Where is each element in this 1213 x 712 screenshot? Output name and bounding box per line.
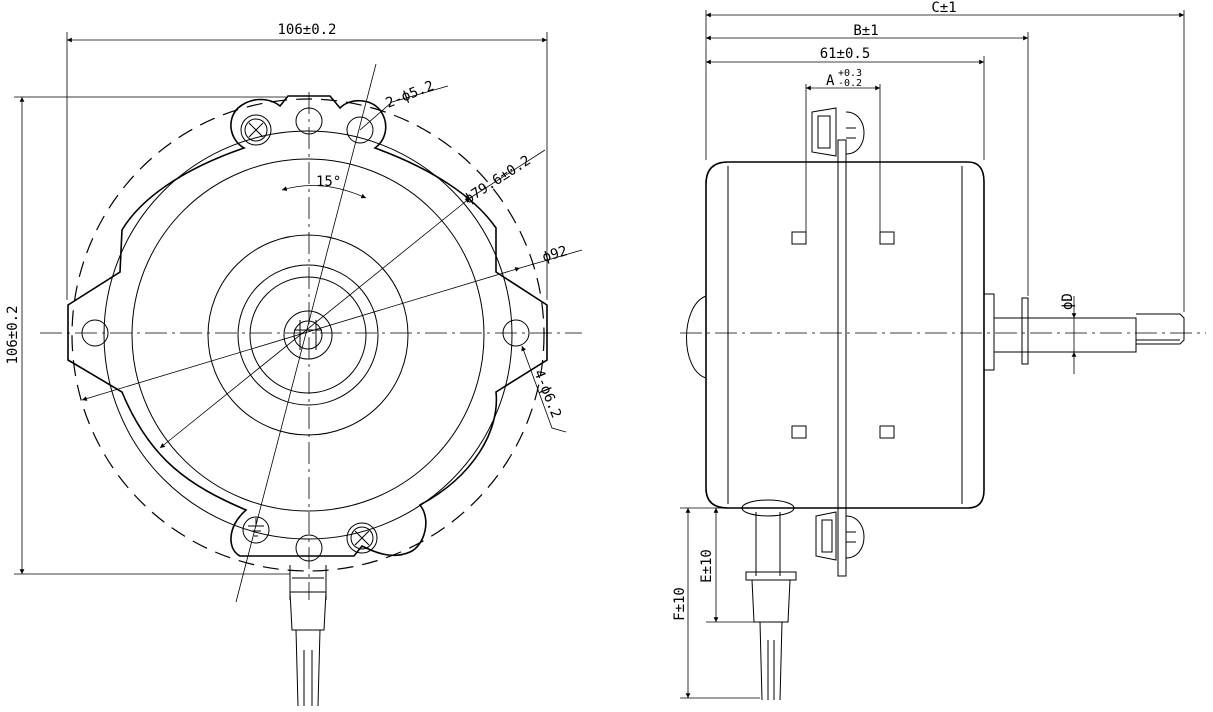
motor-shaft — [984, 293, 1185, 371]
dim-b-label: B±1 — [853, 23, 878, 39]
outer-diameter-line — [81, 267, 521, 401]
front-dome — [686, 295, 707, 379]
tab-bottom-left — [791, 425, 807, 439]
shaft-circle — [283, 310, 333, 360]
dim-c-label: C±1 — [931, 0, 956, 16]
body-inner-edges — [727, 166, 963, 504]
dim-61-label: 61±0.5 — [820, 46, 871, 62]
dim-f-label: F±10 — [672, 587, 688, 621]
bottom-side-screw — [815, 511, 865, 561]
top-side-screw — [811, 107, 865, 157]
dim-a-tolerance-lower: -0.2 — [838, 78, 862, 89]
dim-c-extension-lines — [705, 10, 1185, 312]
shaft-dia-label: ϕD — [1060, 293, 1076, 310]
tab-top-left — [791, 231, 807, 245]
bottom-right-screw — [346, 522, 378, 554]
pcd-leader — [469, 149, 546, 199]
width-extension-lines — [66, 32, 548, 300]
dim-e-extension-lines — [706, 507, 754, 623]
pcd-label: ϕ79.6±0.2 — [461, 153, 533, 208]
front-cable — [289, 565, 327, 707]
housing-outer-ring — [103, 130, 513, 540]
tab-top-right — [879, 231, 895, 245]
dim-a-tolerance-upper: +0.3 — [838, 68, 862, 79]
side-holes-label: 4-ϕ6.2 — [530, 368, 564, 421]
mount-holes-label: 2-ϕ5.2 — [384, 78, 437, 112]
height-extension-lines — [14, 96, 290, 575]
dashed-outer-circle — [71, 98, 545, 572]
housing-inner-ring — [131, 158, 485, 512]
front-view: 106±0.2 106±0.2 15° 2-ϕ5.2 ϕ79.6±0.2 ϕ92… — [5, 22, 583, 707]
angle-label: 15° — [316, 174, 341, 190]
hub-ring-middle — [237, 264, 379, 406]
height-dim-label: 106±0.2 — [5, 305, 21, 364]
tab-bottom-right — [879, 425, 895, 439]
top-left-screw — [240, 114, 272, 146]
angle-arc — [281, 185, 367, 199]
mounting-flange-outline — [67, 95, 548, 557]
dim-f-extension-lines — [680, 507, 760, 699]
hub-ring-inner — [249, 276, 367, 394]
side-cable — [741, 499, 797, 701]
dim-e-label: E±10 — [699, 549, 715, 583]
width-dim-label: 106±0.2 — [277, 22, 336, 38]
side-view: C±1 B±1 61±0.5 A +0.3 -0.2 ϕD E±10 F±10 — [672, 0, 1206, 701]
mount-holes-leader — [359, 85, 449, 131]
top-right-hole — [346, 116, 374, 144]
outer-diameter-leader — [519, 249, 583, 269]
outer-diameter-label: ϕ92 — [540, 243, 569, 266]
side-holes-leader — [521, 345, 567, 433]
dim-a-extension-lines — [805, 84, 881, 232]
dim-a-label: A — [826, 73, 835, 89]
flange-plate — [837, 139, 847, 577]
motor-body — [705, 161, 985, 509]
